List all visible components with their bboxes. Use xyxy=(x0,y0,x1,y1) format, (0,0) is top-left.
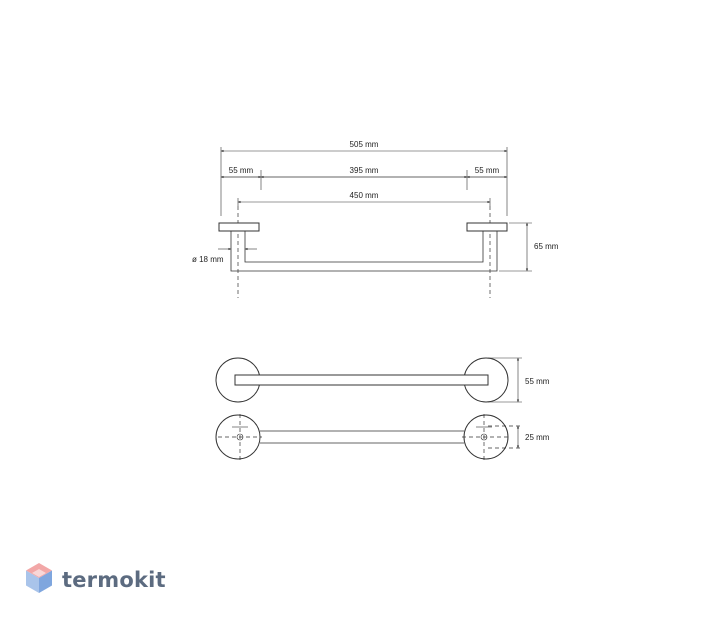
cube-icon xyxy=(26,563,52,593)
wall-flange-right xyxy=(466,222,508,232)
towel-bar-outer xyxy=(230,231,498,272)
front-view: 55 mm xyxy=(215,357,550,403)
dim-label-bar-offset: 25 mm xyxy=(525,433,550,442)
dim-label-height: 65 mm xyxy=(534,242,559,251)
dim-label-right-offset: 55 mm xyxy=(475,166,500,175)
brand-logo: termokit xyxy=(24,560,166,600)
wall-flange-left xyxy=(218,222,260,232)
brand-name: termokit xyxy=(62,568,166,592)
towel-bar-inner xyxy=(244,231,484,263)
dim-label-left-offset: 55 mm xyxy=(229,166,254,175)
dim-label-tube-diameter: ø 18 mm xyxy=(192,255,224,264)
mounting-view: 25 mm xyxy=(215,414,550,461)
dim-label-flange-diameter: 55 mm xyxy=(525,377,550,386)
side-view: 505 mm 55 mm 395 mm 55 mm 450 mm ø 18 mm… xyxy=(192,140,559,298)
towel-bar-front xyxy=(234,374,489,386)
dim-label-total-width: 505 mm xyxy=(350,140,379,149)
dim-label-bar-length: 450 mm xyxy=(350,191,379,200)
dim-label-span-center: 395 mm xyxy=(350,166,379,175)
